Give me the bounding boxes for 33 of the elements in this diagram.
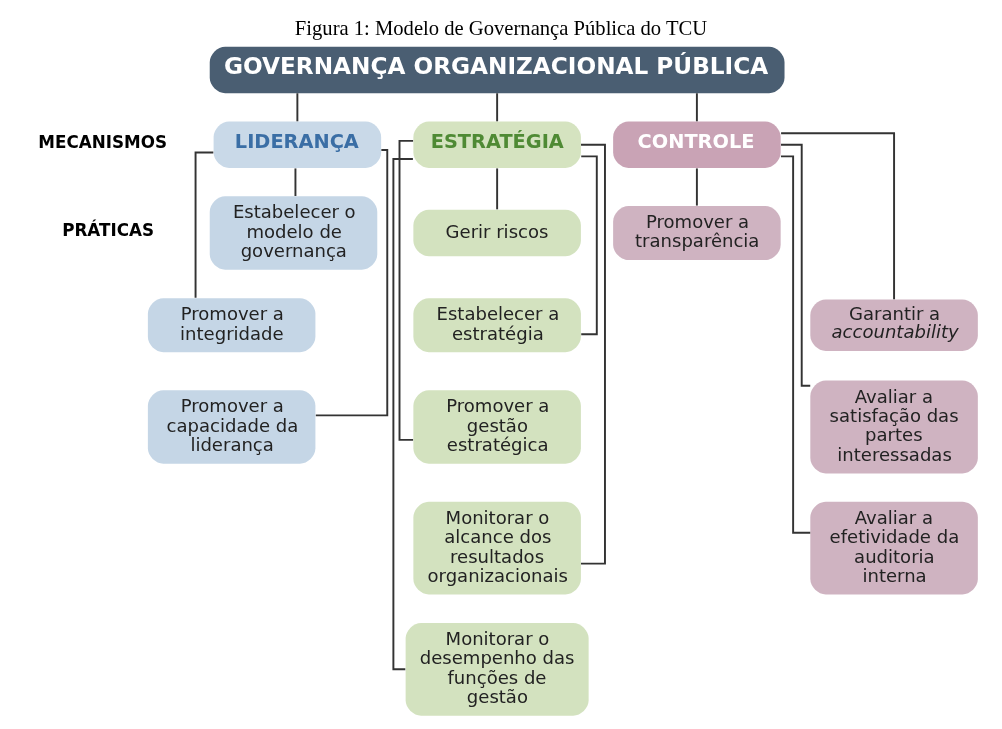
connector	[779, 155, 812, 534]
connector	[695, 167, 698, 207]
node-box: Estabelecer a estratégia	[413, 298, 581, 353]
node-box: GOVERNANÇA ORGANIZACIONAL PÚBLICA	[209, 46, 785, 94]
connector	[294, 167, 297, 197]
node-box: Monitorar o desempenho das funções de gestão	[405, 622, 589, 716]
node-box: Garantir a accountability	[810, 299, 978, 351]
connector	[296, 92, 299, 123]
node-box: Monitorar o alcance dos resultados organizacionais	[413, 501, 581, 595]
label: MECANISMOS	[38, 131, 167, 152]
node-box: Promover a transparência	[613, 206, 781, 261]
connector	[398, 139, 415, 441]
label: PRÁTICAS	[62, 220, 154, 241]
node-box: Promover a integridade	[147, 298, 316, 353]
connector	[496, 167, 499, 211]
node-box: Promover a gestão estratégica	[413, 390, 581, 464]
connector	[314, 148, 389, 417]
connector	[780, 132, 896, 301]
node-box: Promover a capacidade da liderança	[147, 390, 316, 464]
connector	[780, 143, 812, 387]
node-box: LIDERANÇA	[213, 121, 382, 168]
connector	[695, 92, 698, 123]
node-box: Avaliar a efetividade da auditoria interna	[810, 501, 978, 595]
connector	[194, 151, 215, 299]
connector	[580, 143, 606, 565]
connector	[392, 157, 414, 671]
node-box: CONTROLE	[613, 121, 781, 168]
connector	[496, 92, 499, 123]
node-box: Gerir riscos	[413, 209, 581, 257]
diagram-title: Figura 1: Modelo de Governança Pública do TCU	[294, 16, 708, 39]
node-box: ESTRATÉGIA	[413, 121, 581, 168]
node-box: Avaliar a satisfação das partes interessadas	[810, 380, 978, 474]
node-box: Estabelecer o modelo de governança	[209, 196, 378, 270]
